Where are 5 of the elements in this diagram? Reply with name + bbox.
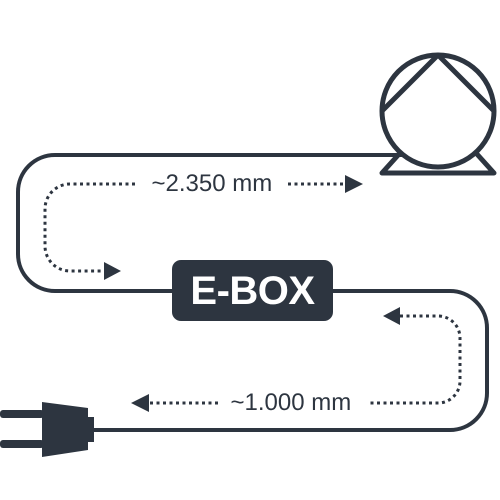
dimension-label: ~1.000 mm [230,389,352,417]
controller-box: E-BOX [172,260,333,321]
cable-line [16,153,378,293]
cable-line [94,289,489,432]
dimension-label: ~2.350 mm [152,170,272,198]
